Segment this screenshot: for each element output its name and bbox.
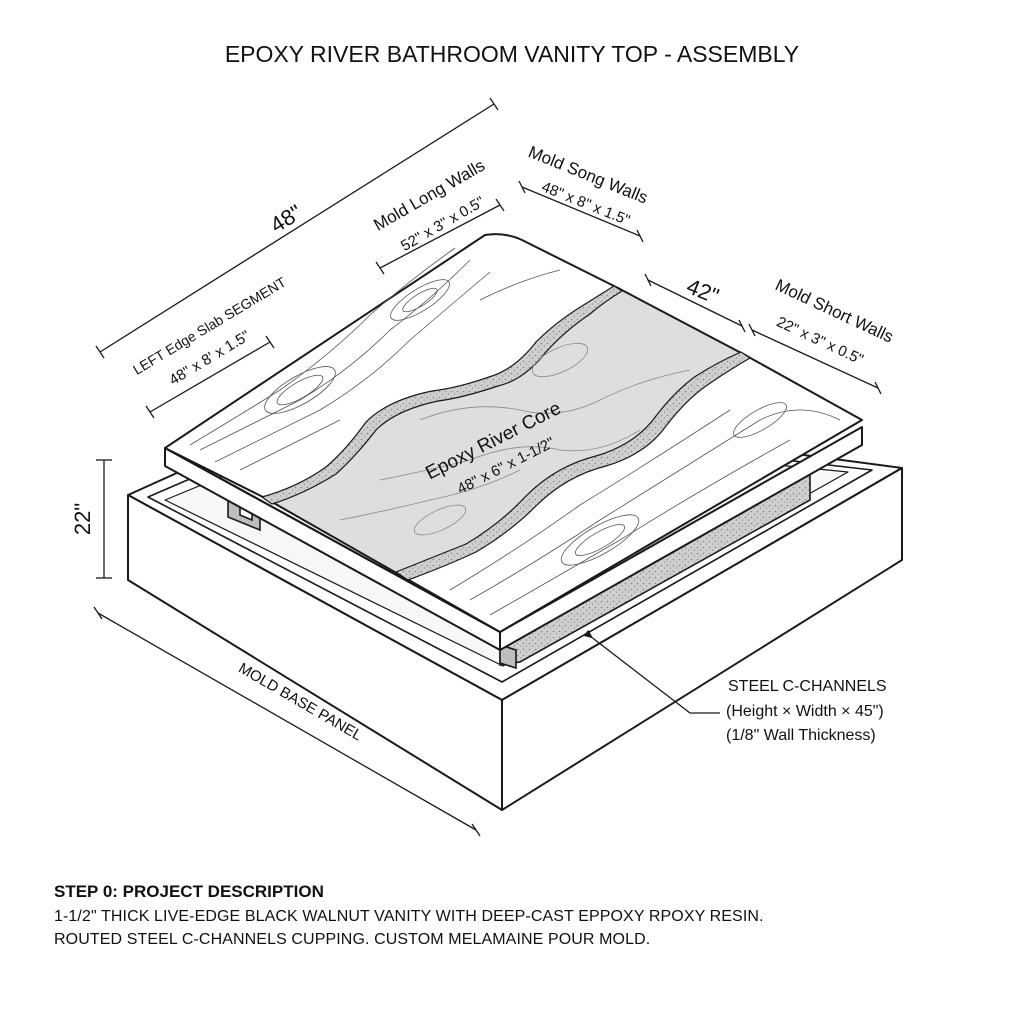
dimension-lines [93,97,882,837]
dim-height: 22" [70,503,95,535]
c-channels-line3: (1/8" Wall Thickness) [726,727,876,744]
vanity-slab [164,233,863,651]
dim-width: 42" [683,273,722,308]
c-channels-name: STEEL C-CHANNELS [728,678,887,695]
description-line-1: 1-1/2" THICK LIVE-EDGE BLACK WALNUT VANI… [54,908,764,925]
dim-overall-length: 48" [266,199,307,237]
c-channels-line2: (Height × Width × 45") [726,703,884,720]
diagram-title: EPOXY RIVER BATHROOM VANITY TOP - ASSEMB… [225,41,799,67]
description-line-2: ROUTED STEEL C-CHANNELS CUPPING. CUSTOM … [54,931,651,948]
description-title: STEP 0: PROJECT DESCRIPTION [54,882,324,901]
